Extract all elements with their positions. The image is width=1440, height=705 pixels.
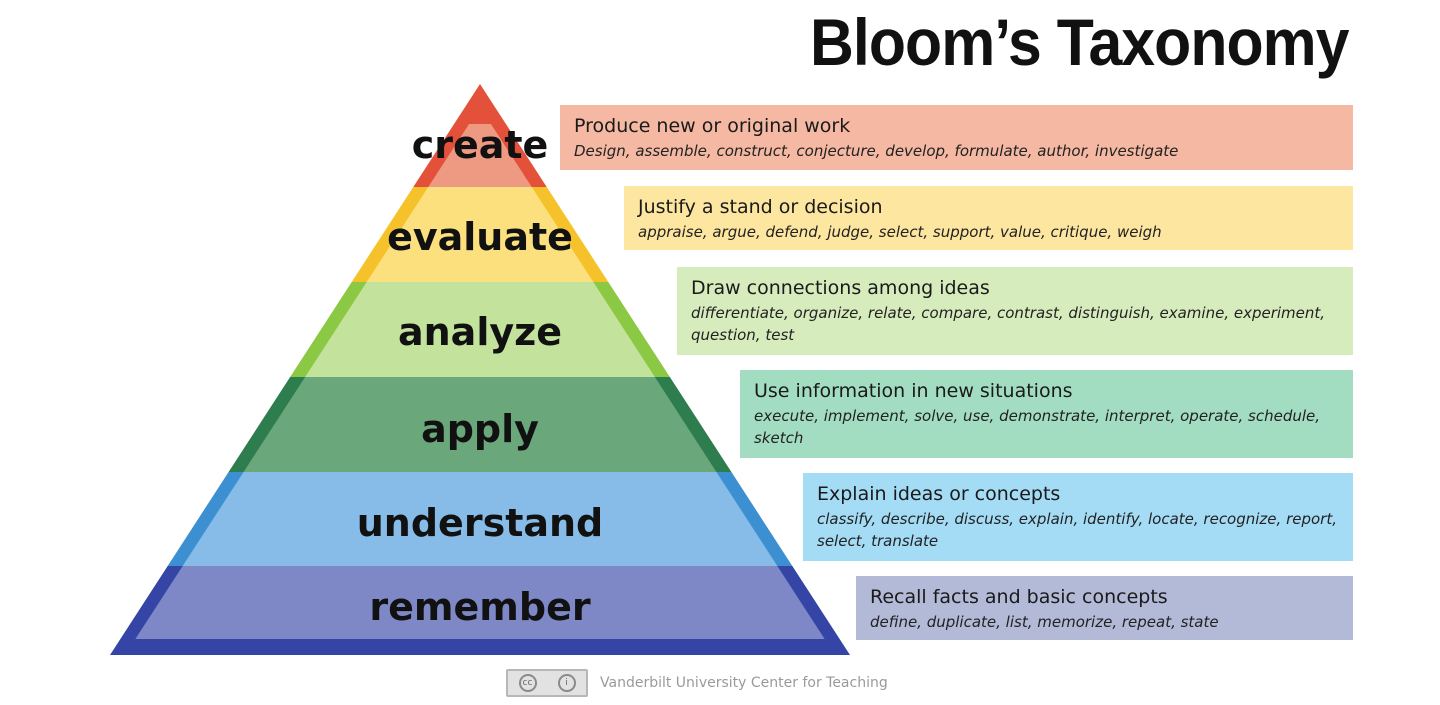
pyramid-level-create: create <box>412 84 549 187</box>
page-title: Bloom’s Taxonomy <box>810 5 1350 79</box>
description-verbs: Design, assemble, construct, conjecture,… <box>574 142 1179 160</box>
description-heading: Draw connections among ideas <box>691 277 990 299</box>
pyramid-band-inner <box>135 566 825 639</box>
description-heading: Recall facts and basic concepts <box>870 586 1168 608</box>
description-heading: Justify a stand or decision <box>638 196 883 218</box>
description-box-apply: Use information in new situations execute… <box>740 370 1353 458</box>
pyramid-band-inner <box>243 377 717 472</box>
description-box-remember: Recall facts and basic concepts define, d… <box>856 576 1353 640</box>
credit-text: Vanderbilt University Center for Teachin… <box>600 675 888 691</box>
description-verbs: define, duplicate, list, memorize, repea… <box>870 613 1219 631</box>
description-box-understand: Explain ideas or concepts classify, descr… <box>803 473 1353 561</box>
description-verbs: differentiate, organize, relate, compare… <box>691 304 1326 344</box>
description-box-evaluate: Justify a stand or decision appraise, arg… <box>624 186 1353 250</box>
pyramid-band-inner <box>305 282 655 377</box>
level-label-apply: apply <box>421 407 539 451</box>
pyramid-level-evaluate: evaluate <box>351 187 609 282</box>
level-label-evaluate: evaluate <box>387 215 573 259</box>
description-heading: Explain ideas or concepts <box>817 483 1061 505</box>
pyramid-level-remember: remember <box>110 566 850 655</box>
pyramid-band-inner <box>182 472 778 566</box>
description-verbs: execute, implement, solve, use, demonstr… <box>754 407 1321 447</box>
description-verbs: classify, describe, discuss, explain, id… <box>817 510 1337 550</box>
level-label-understand: understand <box>357 501 604 545</box>
description-heading: Use information in new situations <box>754 380 1073 402</box>
description-box-analyze: Draw connections among ideas differentiat… <box>677 267 1353 355</box>
level-label-remember: remember <box>369 585 590 629</box>
pyramid-band-inner <box>366 187 594 282</box>
description-heading: Produce new or original work <box>574 115 851 137</box>
pyramid-band-inner <box>428 124 532 187</box>
level-label-create: create <box>412 123 549 167</box>
pyramid-level-apply: apply <box>228 377 732 472</box>
level-label-analyze: analyze <box>398 310 562 354</box>
pyramid-level-analyze: analyze <box>290 282 670 377</box>
pyramid-level-understand: understand <box>167 472 793 566</box>
description-verbs: appraise, argue, defend, judge, select, … <box>638 223 1162 241</box>
